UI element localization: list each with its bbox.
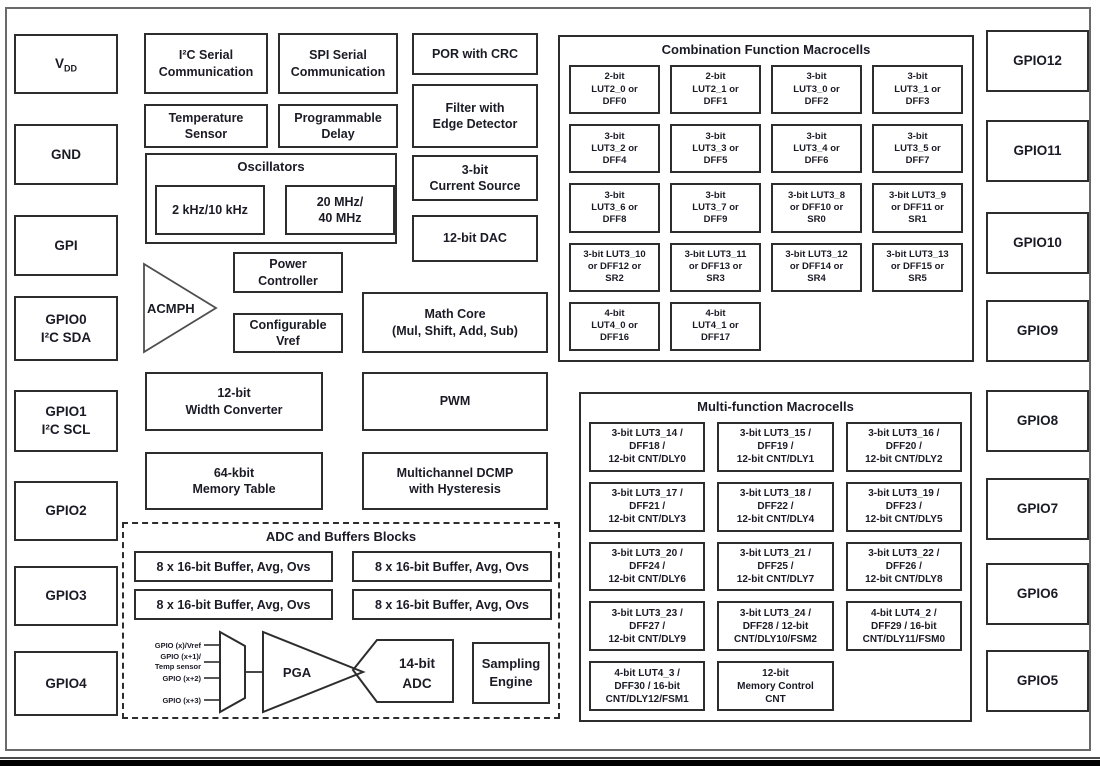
combo-cell-12: 3-bit LUT3_10 or DFF12 or SR2 <box>569 242 660 292</box>
combo-cell-5: 3-bit LUT3_3 or DFF5 <box>670 124 761 174</box>
block-memory-table: 64-kbit Memory Table <box>145 452 323 510</box>
pin-gpio6: GPIO6 <box>986 563 1089 625</box>
oscillators-title: Oscillators <box>237 159 305 174</box>
combo-cell-1: 2-bit LUT2_1 or DFF1 <box>670 65 761 115</box>
mf-cell-7: 3-bit LUT3_21 / DFF25 / 12-bit CNT/DLY7 <box>717 541 834 592</box>
adc-input-label-4: GPIO (x+3) <box>162 696 201 705</box>
footer-thick-bar <box>0 760 1100 766</box>
mf-cell-5: 3-bit LUT3_19 / DFF23 / 12-bit CNT/DLY5 <box>845 481 962 532</box>
block-i2c-serial-communication: I²C Serial Communication <box>144 33 268 94</box>
acmph-comparator: ACMPH <box>143 262 218 354</box>
pin-gpio0-i2c-sda: GPIO0 I²C SDA <box>14 296 118 361</box>
block-multichannel-dcmp: Multichannel DCMP with Hysteresis <box>362 452 548 510</box>
mf-cell-10: 3-bit LUT3_24 / DFF28 / 12-bit CNT/DLY10… <box>717 601 834 652</box>
pin-gpio11: GPIO11 <box>986 120 1089 182</box>
block-sampling-engine: Sampling Engine <box>472 642 550 704</box>
combination-macrocells-title: Combination Function Macrocells <box>661 42 871 57</box>
pga-label: PGA <box>283 665 312 680</box>
pin-vdd: VDD <box>14 34 118 94</box>
adc-input-label-2: Temp sensor <box>155 662 201 671</box>
adc-label-line2: ADC <box>402 676 431 691</box>
combination-macrocells-grid: 2-bit LUT2_0 or DFF0 2-bit LUT2_1 or DFF… <box>569 65 963 351</box>
combo-cell-14: 3-bit LUT3_12 or DFF14 or SR4 <box>771 242 862 292</box>
mf-cell-9: 3-bit LUT3_23 / DFF27 / 12-bit CNT/DLY9 <box>589 601 706 652</box>
adc-label-line1: 14-bit <box>399 656 436 671</box>
block-oscillator-low-freq: 2 kHz/10 kHz <box>155 185 265 235</box>
combo-cell-3: 3-bit LUT3_1 or DFF3 <box>872 65 963 115</box>
adc-input-label-0: GPIO (x)/Vref <box>155 641 202 650</box>
mf-cell-3: 3-bit LUT3_17 / DFF21 / 12-bit CNT/DLY3 <box>589 481 706 532</box>
mf-cell-6: 3-bit LUT3_20 / DFF24 / 12-bit CNT/DLY6 <box>589 541 706 592</box>
pin-vdd-label: VDD <box>54 55 77 74</box>
mf-cell-4: 3-bit LUT3_18 / DFF22 / 12-bit CNT/DLY4 <box>717 481 834 532</box>
combo-cell-9: 3-bit LUT3_7 or DFF9 <box>670 183 761 233</box>
combo-cell-0: 2-bit LUT2_0 or DFF0 <box>569 65 660 115</box>
block-por-with-crc: POR with CRC <box>412 33 538 75</box>
block-current-source: 3-bit Current Source <box>412 155 538 201</box>
mf-cell-11: 4-bit LUT4_2 / DFF29 / 16-bit CNT/DLY11/… <box>845 601 962 652</box>
pin-gpio7: GPIO7 <box>986 478 1089 540</box>
block-math-core: Math Core (Mul, Shift, Add, Sub) <box>362 292 548 353</box>
pin-gpio8: GPIO8 <box>986 390 1089 452</box>
adc-section-title: ADC and Buffers Blocks <box>265 529 417 544</box>
block-programmable-delay: Programmable Delay <box>278 104 398 148</box>
block-buffer-1: 8 x 16-bit Buffer, Avg, Ovs <box>352 551 552 582</box>
block-oscillator-high-freq: 20 MHz/ 40 MHz <box>285 185 395 235</box>
combo-cell-17: 4-bit LUT4_1 or DFF17 <box>670 301 761 351</box>
combo-cell-6: 3-bit LUT3_4 or DFF6 <box>771 124 862 174</box>
pin-gpio9: GPIO9 <box>986 300 1089 362</box>
mf-cell-12: 4-bit LUT4_3 / DFF30 / 16-bit CNT/DLY12/… <box>589 661 706 711</box>
block-buffer-0: 8 x 16-bit Buffer, Avg, Ovs <box>134 551 333 582</box>
multifunction-macrocells-grid: 3-bit LUT3_14 / DFF18 / 12-bit CNT/DLY0 … <box>589 422 962 711</box>
adc-pentagon-shape <box>351 639 454 703</box>
analog-chain: GPIO (x)/Vref GPIO (x+1)/ Temp sensor GP… <box>155 630 454 714</box>
pin-gpio5: GPIO5 <box>986 650 1089 712</box>
combo-cell-10: 3-bit LUT3_8 or DFF10 or SR0 <box>771 183 862 233</box>
combo-cell-4: 3-bit LUT3_2 or DFF4 <box>569 124 660 174</box>
adc-input-label-1: GPIO (x+1)/ <box>160 652 202 661</box>
block-buffer-2: 8 x 16-bit Buffer, Avg, Ovs <box>134 589 333 620</box>
section-adc-buffers: ADC and Buffers Blocks 8 x 16-bit Buffer… <box>122 522 560 719</box>
pin-gpi: GPI <box>14 215 118 276</box>
combo-cell-13: 3-bit LUT3_11 or DFF13 or SR3 <box>670 242 761 292</box>
input-mux-shape <box>219 630 246 714</box>
combo-cell-15: 3-bit LUT3_13 or DFF15 or SR5 <box>872 242 963 292</box>
section-combination-macrocells: Combination Function Macrocells 2-bit LU… <box>558 35 974 362</box>
block-buffer-3: 8 x 16-bit Buffer, Avg, Ovs <box>352 589 552 620</box>
combo-cell-16: 4-bit LUT4_0 or DFF16 <box>569 301 660 351</box>
block-configurable-vref: Configurable Vref <box>233 313 343 353</box>
section-multifunction-macrocells: Multi-function Macrocells 3-bit LUT3_14 … <box>579 392 972 722</box>
pga-triangle-shape <box>262 630 366 714</box>
mf-cell-2: 3-bit LUT3_16 / DFF20 / 12-bit CNT/DLY2 <box>845 422 962 472</box>
block-filter-edge-detector: Filter with Edge Detector <box>412 84 538 148</box>
pin-gpio1-i2c-scl: GPIO1 I²C SCL <box>14 390 118 452</box>
pin-gnd: GND <box>14 124 118 185</box>
mf-cell-0: 3-bit LUT3_14 / DFF18 / 12-bit CNT/DLY0 <box>589 422 706 472</box>
combo-cell-11: 3-bit LUT3_9 or DFF11 or SR1 <box>872 183 963 233</box>
adc-input-label-3: GPIO (x+2) <box>162 674 201 683</box>
combo-cell-8: 3-bit LUT3_6 or DFF8 <box>569 183 660 233</box>
block-pwm: PWM <box>362 372 548 431</box>
multifunction-macrocells-title: Multi-function Macrocells <box>697 399 854 414</box>
block-temperature-sensor: Temperature Sensor <box>144 104 268 148</box>
acmph-label: ACMPH <box>147 301 195 316</box>
mf-cell-1: 3-bit LUT3_15 / DFF19 / 12-bit CNT/DLY1 <box>717 422 834 472</box>
pin-gpio3: GPIO3 <box>14 566 118 626</box>
pin-gpio4: GPIO4 <box>14 651 118 716</box>
acmph-triangle-shape <box>143 262 218 354</box>
pin-gpio10: GPIO10 <box>986 212 1089 274</box>
mf-cell-8: 3-bit LUT3_22 / DFF26 / 12-bit CNT/DLY8 <box>845 541 962 592</box>
block-spi-serial-communication: SPI Serial Communication <box>278 33 398 94</box>
block-12bit-dac: 12-bit DAC <box>412 215 538 262</box>
combo-cell-7: 3-bit LUT3_5 or DFF7 <box>872 124 963 174</box>
block-power-controller: Power Controller <box>233 252 343 293</box>
mf-cell-13: 12-bit Memory Control CNT <box>717 661 834 711</box>
combo-cell-2: 3-bit LUT3_0 or DFF2 <box>771 65 862 115</box>
diagram-outer-border <box>5 7 1091 751</box>
footer-thin-rule <box>0 757 1100 759</box>
pin-gpio12: GPIO12 <box>986 30 1089 92</box>
block-width-converter: 12-bit Width Converter <box>145 372 323 431</box>
pin-gpio2: GPIO2 <box>14 481 118 541</box>
section-oscillators: Oscillators 2 kHz/10 kHz 20 MHz/ 40 MHz <box>145 153 397 244</box>
